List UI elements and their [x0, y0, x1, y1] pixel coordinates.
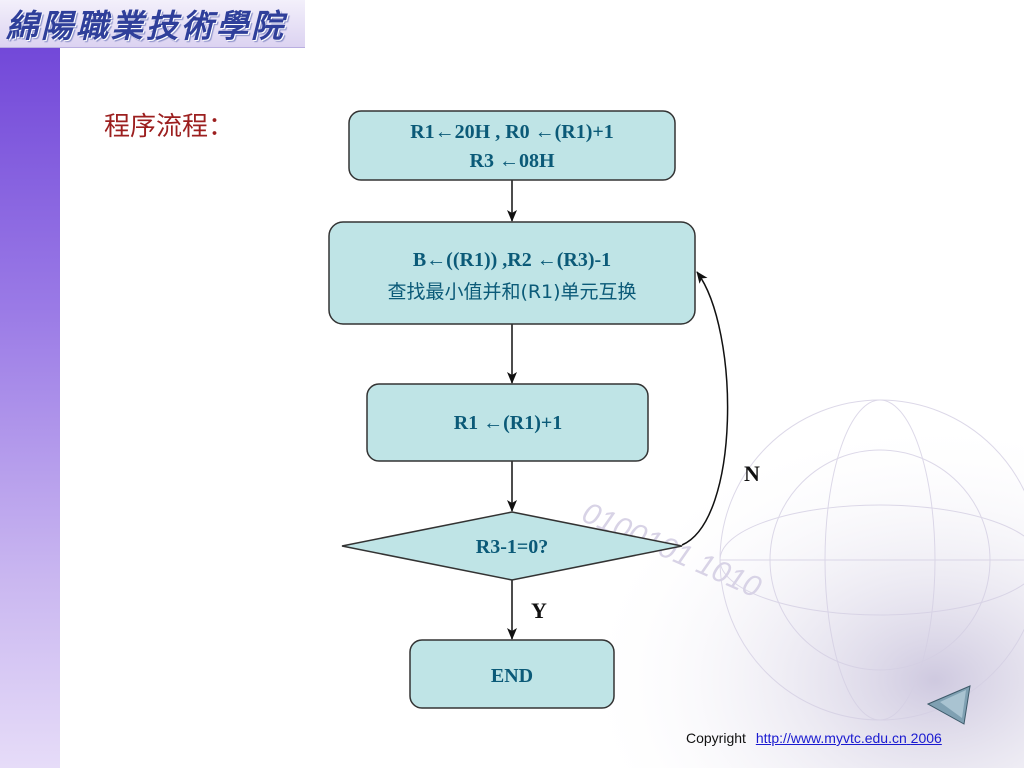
node-swap-line1: B←((R1)) ,R2 ←(R3)-1: [413, 249, 611, 271]
edge-test-loop-back: [681, 271, 729, 546]
copyright-label: Copyright: [686, 730, 746, 746]
edge-label-no: N: [744, 461, 760, 486]
edge-label-yes: Y: [531, 598, 547, 623]
node-swap-line2: 查找最小值并和(R1)单元互换: [387, 281, 636, 303]
logo-banner: 綿陽職業技術學院: [0, 0, 305, 48]
footer-copyright: Copyright http://www.myvtc.edu.cn 2006: [686, 730, 942, 746]
node-init-line1: R1←20H , R0 ←(R1)+1: [410, 121, 614, 143]
next-slide-arrow-icon[interactable]: [926, 685, 971, 725]
node-inc: R1 ←(R1)+1: [366, 383, 649, 462]
footer-link-url: http://www.myvtc.edu.cn: [755, 730, 907, 746]
node-inc-label: R1 ←(R1)+1: [454, 412, 563, 434]
school-logo: 綿陽職業技術學院: [6, 6, 287, 45]
node-test-label: R3-1=0?: [476, 536, 549, 558]
node-init-line2: R3 ←08H: [470, 150, 555, 172]
node-swap: B←((R1)) ,R2 ←(R3)-1 查找最小值并和(R1)单元互换: [328, 221, 696, 325]
footer-link[interactable]: http://www.myvtc.edu.cn 2006: [756, 730, 942, 746]
node-init: R1←20H , R0 ←(R1)+1 R3 ←08H: [348, 110, 676, 181]
node-end-label: END: [491, 665, 533, 687]
left-gradient-strip: [0, 0, 60, 768]
node-test: R3-1=0?: [341, 511, 683, 581]
footer-link-year: 2006: [910, 730, 942, 746]
node-end: END: [409, 639, 615, 709]
page-title: 程序流程：: [104, 112, 235, 142]
